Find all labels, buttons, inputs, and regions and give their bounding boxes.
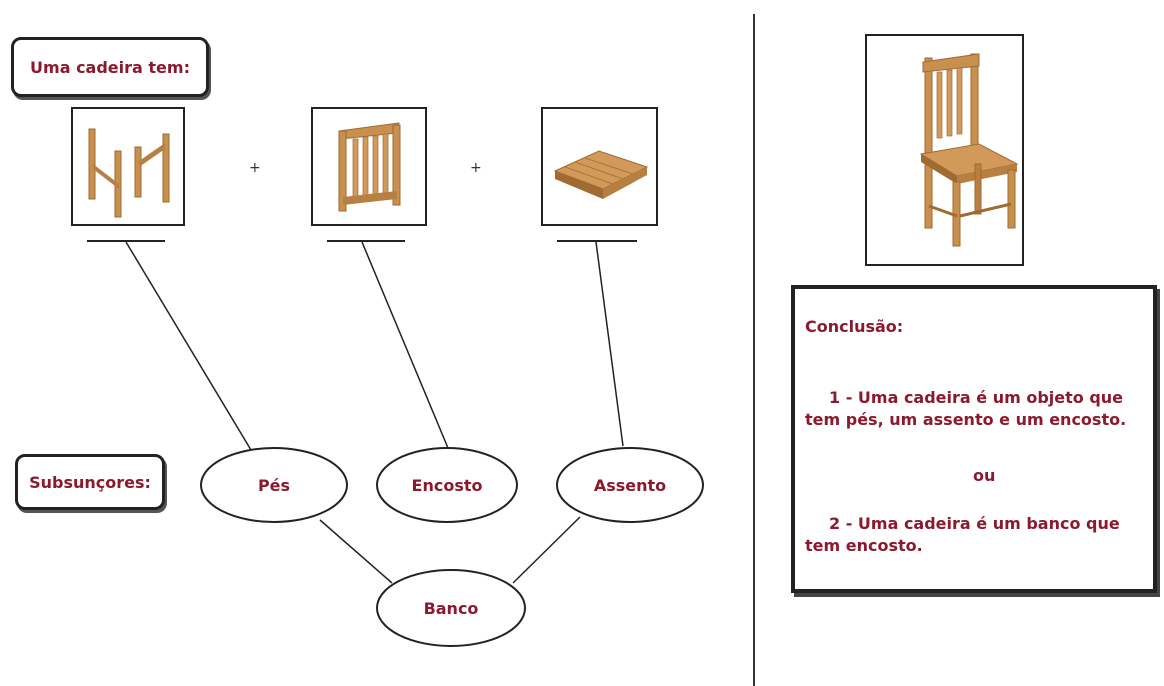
chair-backrest-image: [311, 107, 427, 226]
node-banco-ellipse: [376, 569, 526, 647]
chair-seat-icon: [553, 150, 649, 199]
chair-complete-image: [865, 34, 1024, 266]
subsuncores-label: Subsunçores:: [29, 472, 151, 492]
conclusion-item2-line1: 2 - Uma cadeira é um banco que: [829, 514, 1120, 533]
chair-backrest-icon: [338, 122, 401, 212]
subsuncores-label-box: Subsunçores:: [15, 454, 165, 510]
node-encosto: Encosto: [411, 475, 483, 495]
node-pes: Pés: [257, 475, 291, 495]
conclusion-or: ou: [973, 466, 996, 485]
chair-complete-icon: [919, 53, 1019, 247]
header-label-box: Uma cadeira tem:: [11, 37, 209, 97]
chair-legs-icon: [88, 128, 170, 218]
node-assento-ellipse: [556, 447, 704, 523]
connector-legs-pes: [125, 241, 252, 451]
connector-pes-banco: [319, 519, 393, 584]
plus-sign-2: +: [470, 160, 482, 176]
chair-legs-image: [71, 107, 185, 226]
node-banco: Banco: [423, 598, 479, 618]
header-label: Uma cadeira tem:: [30, 57, 190, 77]
conclusion-item1-line2: tem pés, um assento e um encosto.: [805, 410, 1127, 429]
chair-seat-image: [541, 107, 658, 226]
connector-assento-banco: [512, 516, 581, 584]
plus-sign-1: +: [249, 160, 261, 176]
connector-backrest-encosto: [361, 241, 449, 449]
node-encosto-ellipse: [376, 447, 518, 523]
node-assento: Assento: [593, 475, 667, 495]
conclusion-box: Conclusão: 1 - Uma cadeira é um objeto q…: [791, 285, 1157, 593]
vertical-divider: [753, 14, 755, 686]
conclusion-title: Conclusão:: [805, 317, 904, 336]
node-pes-ellipse: [200, 447, 348, 523]
conclusion-item1-line1: 1 - Uma cadeira é um objeto que: [829, 388, 1124, 407]
conclusion-item2-line2: tem encosto.: [805, 536, 923, 555]
connector-seat-assento: [595, 241, 624, 447]
